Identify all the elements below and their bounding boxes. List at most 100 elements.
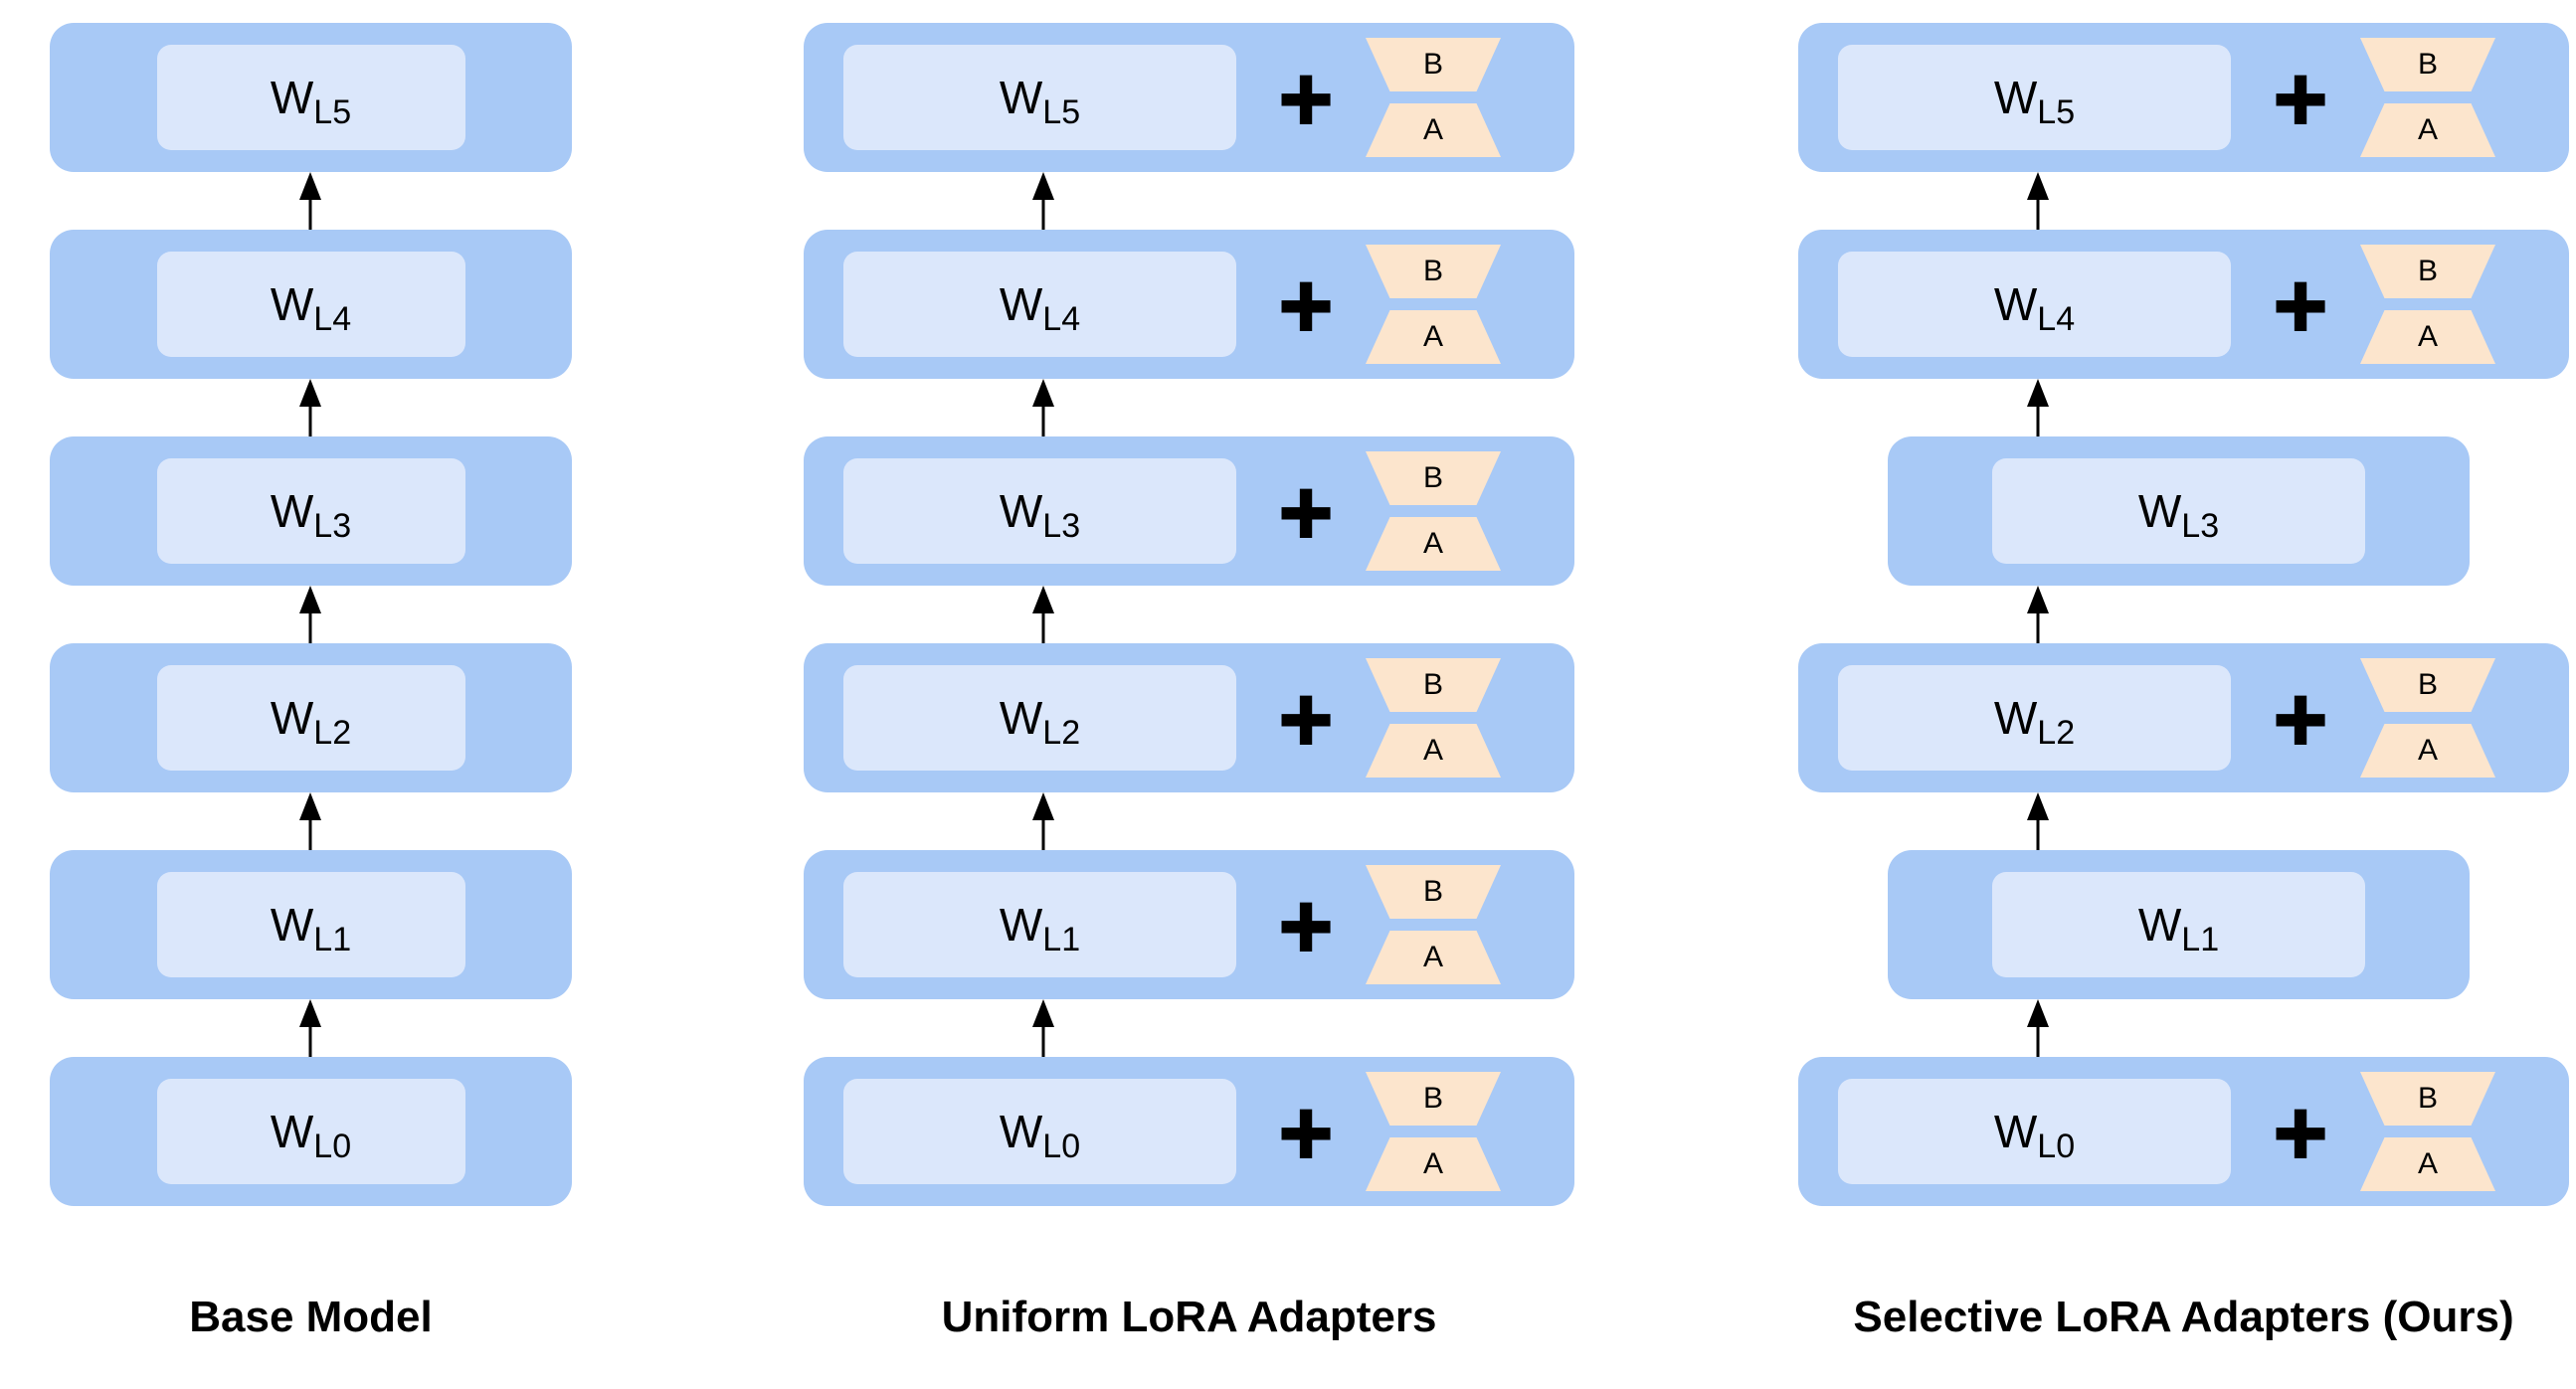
lora-b-matrix: B: [1366, 245, 1501, 298]
layer-label: WL3: [2137, 485, 2220, 546]
lora-a-matrix: A: [1366, 310, 1501, 364]
layer-block-l1: WL1: [1888, 850, 2470, 999]
layer-block-l1: WL1 + B A: [804, 850, 1574, 999]
layer-block-l3: WL3: [50, 436, 572, 586]
layer-block-l5: WL5 + B A: [804, 23, 1574, 172]
layer-label: WL3: [270, 485, 352, 546]
layer-label: WL4: [270, 278, 352, 339]
lora-adapter: B A: [2360, 245, 2495, 364]
lora-a-matrix: A: [2360, 1137, 2495, 1191]
lora-adapter: B A: [1366, 245, 1501, 364]
weight-box: WL3: [843, 458, 1236, 564]
plus-icon: +: [1274, 883, 1338, 966]
lora-a-matrix: A: [2360, 310, 2495, 364]
plus-icon: +: [1274, 262, 1338, 346]
lora-b-matrix: B: [1366, 451, 1501, 505]
layer-block-l3: WL3 + B A: [804, 436, 1574, 586]
arrow-up-icon: [298, 999, 322, 1057]
layer-label: WL5: [1993, 72, 2076, 132]
lora-b-matrix: B: [1366, 658, 1501, 712]
weight-box: WL2: [843, 665, 1236, 771]
lora-b-matrix: B: [1366, 865, 1501, 919]
layer-block-l0: WL0 + B A: [804, 1057, 1574, 1206]
layer-label: WL2: [270, 692, 352, 753]
lora-adapter: B A: [1366, 1072, 1501, 1191]
layer-label: WL5: [270, 72, 352, 132]
lora-a-matrix: A: [1366, 1137, 1501, 1191]
lora-adapter: B A: [2360, 658, 2495, 778]
layer-block-l0: WL0 + B A: [1798, 1057, 2569, 1206]
layer-label: WL4: [1993, 278, 2076, 339]
lora-b-matrix: B: [2360, 658, 2495, 712]
layer-label: WL1: [270, 899, 352, 959]
weight-box: WL2: [156, 665, 465, 771]
layer-block-l4: WL4: [50, 230, 572, 379]
plus-icon: +: [2269, 56, 2332, 139]
layer-label: WL1: [999, 899, 1081, 959]
plus-icon: +: [2269, 262, 2332, 346]
weight-box: WL5: [1838, 45, 2231, 150]
weight-box: WL1: [843, 872, 1236, 977]
arrow-up-icon: [2026, 586, 2050, 643]
arrow-up-icon: [298, 379, 322, 436]
lora-adapter: B A: [1366, 38, 1501, 157]
lora-a-matrix: A: [1366, 931, 1501, 984]
arrow-up-icon: [298, 172, 322, 230]
weight-box: WL0: [156, 1079, 465, 1184]
arrow-up-icon: [1031, 586, 1055, 643]
lora-b-matrix: B: [2360, 38, 2495, 91]
plus-icon: +: [1274, 56, 1338, 139]
lora-a-matrix: A: [1366, 517, 1501, 571]
lora-b-matrix: B: [2360, 1072, 2495, 1126]
layer-block-l2: WL2: [50, 643, 572, 792]
layer-block-l5: WL5 + B A: [1798, 23, 2569, 172]
weight-box: WL1: [156, 872, 465, 977]
layer-label: WL2: [1993, 692, 2076, 753]
layer-block-l5: WL5: [50, 23, 572, 172]
arrow-up-icon: [1031, 792, 1055, 850]
column-caption: Base Model: [189, 1293, 433, 1341]
plus-icon: +: [1274, 676, 1338, 760]
layer-block-l2: WL2 + B A: [804, 643, 1574, 792]
layer-label: WL0: [1993, 1106, 2076, 1166]
weight-box: WL4: [156, 252, 465, 357]
lora-b-matrix: B: [2360, 245, 2495, 298]
arrow-up-icon: [2026, 379, 2050, 436]
lora-adapter: B A: [1366, 658, 1501, 778]
arrow-up-icon: [1031, 172, 1055, 230]
column-caption: Uniform LoRA Adapters: [941, 1293, 1437, 1341]
layer-block-l0: WL0: [50, 1057, 572, 1206]
plus-icon: +: [2269, 676, 2332, 760]
weight-box: WL4: [1838, 252, 2231, 357]
plus-icon: +: [1274, 1090, 1338, 1173]
lora-a-matrix: A: [1366, 103, 1501, 157]
arrow-up-icon: [298, 792, 322, 850]
weight-box: WL0: [1838, 1079, 2231, 1184]
plus-icon: +: [1274, 469, 1338, 553]
lora-adapter: B A: [1366, 865, 1501, 984]
lora-a-matrix: A: [2360, 103, 2495, 157]
layer-block-l3: WL3: [1888, 436, 2470, 586]
layer-label: WL3: [999, 485, 1081, 546]
layer-label: WL0: [999, 1106, 1081, 1166]
arrow-up-icon: [2026, 172, 2050, 230]
layer-block-l4: WL4 + B A: [1798, 230, 2569, 379]
layer-block-l1: WL1: [50, 850, 572, 999]
plus-icon: +: [2269, 1090, 2332, 1173]
layer-label: WL2: [999, 692, 1081, 753]
arrow-up-icon: [2026, 792, 2050, 850]
layer-label: WL1: [2137, 899, 2220, 959]
column-caption: Selective LoRA Adapters (Ours): [1853, 1293, 2514, 1341]
weight-box: WL0: [843, 1079, 1236, 1184]
weight-box: WL5: [156, 45, 465, 150]
lora-adapter: B A: [2360, 1072, 2495, 1191]
arrow-up-icon: [298, 586, 322, 643]
lora-adapter: B A: [1366, 451, 1501, 571]
layer-label: WL5: [999, 72, 1081, 132]
weight-box: WL4: [843, 252, 1236, 357]
lora-a-matrix: A: [2360, 724, 2495, 778]
arrow-up-icon: [2026, 999, 2050, 1057]
arrow-up-icon: [1031, 999, 1055, 1057]
layer-block-l4: WL4 + B A: [804, 230, 1574, 379]
